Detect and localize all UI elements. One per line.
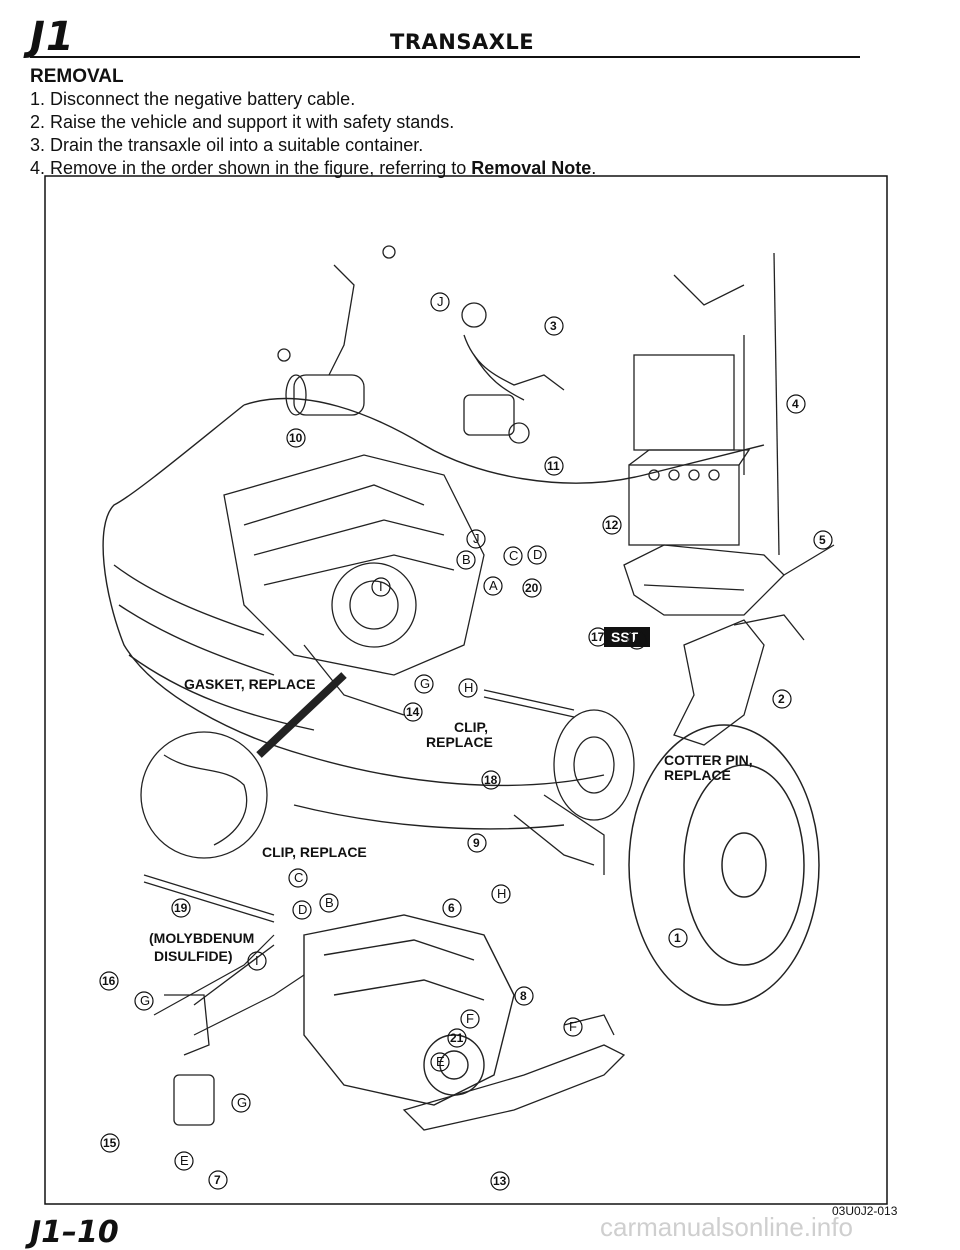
callout-16: 16 [102, 974, 116, 988]
callout-letter-d: D [533, 547, 542, 562]
engine-block [223, 454, 485, 716]
crossmember [402, 1014, 626, 1131]
callout-17: 17 [591, 630, 605, 644]
step-4-suffix: . [591, 158, 597, 178]
callout-7: 7 [214, 1173, 221, 1187]
callout-13: 13 [493, 1174, 507, 1188]
callout-14: 14 [406, 705, 420, 719]
steering-knuckle [513, 709, 635, 875]
step-2: 2. Raise the vehicle and support it with… [30, 112, 455, 132]
callout-8: 8 [520, 989, 527, 1003]
callout-letter-e-2: E [436, 1054, 445, 1069]
callout-15: 15 [103, 1136, 117, 1150]
removal-heading: REMOVAL [30, 66, 124, 87]
number-callouts [99, 316, 833, 1191]
wheel-tire [628, 724, 820, 1006]
callout-11: 11 [547, 459, 560, 473]
driveshafts [143, 689, 575, 923]
page-number: J1–10 [30, 1215, 119, 1250]
callout-5: 5 [819, 533, 826, 547]
callout-2: 2 [778, 692, 785, 706]
label-cotter-pin-2: REPLACE [664, 767, 731, 783]
mount-bracket [164, 944, 275, 1126]
callout-letter-e: E [180, 1153, 189, 1168]
callout-letter-a-2: A [633, 632, 642, 647]
sst-box [604, 627, 650, 647]
callout-letter-c: C [509, 548, 518, 563]
callout-letter-h-2: H [497, 886, 506, 901]
label-clip-replace-upper-1: CLIP, [454, 719, 488, 735]
step-4: 4. Remove in the order shown in the figu… [30, 157, 596, 180]
callout-19: 19 [174, 901, 188, 915]
step-3: 3. Drain the transaxle oil into a suitab… [30, 135, 424, 155]
removal-note-reference: Removal Note [471, 158, 592, 178]
section-code: J1 [30, 14, 75, 60]
callout-10: 10 [289, 431, 303, 445]
label-disulfide: DISULFIDE) [154, 948, 233, 964]
shift-linkage [153, 934, 305, 1036]
transaxle-unit [303, 914, 515, 1106]
callout-letter-i: I [379, 579, 383, 594]
starter-motor [277, 245, 396, 416]
callout-letter-d-2: D [298, 902, 307, 917]
callout-letter-b-2: B [325, 895, 334, 910]
callout-letter-f-2: F [569, 1019, 577, 1034]
removal-steps: 1. Disconnect the negative battery cable… [30, 88, 596, 180]
label-gasket-replace: GASKET, REPLACE [184, 676, 315, 692]
callout-18: 18 [484, 773, 498, 787]
callout-letter-f: F [466, 1011, 474, 1026]
callout-4: 4 [792, 397, 799, 411]
callout-6: 6 [448, 901, 455, 915]
air-intake-duct [461, 302, 565, 444]
callout-letter-c-2: C [294, 870, 303, 885]
callout-letter-j-2: J [473, 531, 480, 546]
callout-letter-j: J [437, 294, 444, 309]
callout-1: 1 [674, 931, 681, 945]
label-molybdenum: (MOLYBDENUM [149, 930, 254, 946]
callout-letter-i-2: I [255, 953, 259, 968]
callout-letter-g-3: G [237, 1095, 247, 1110]
label-clip-replace-lower: CLIP, REPLACE [262, 844, 367, 860]
step-4-text: 4. Remove in the order shown in the figu… [30, 158, 472, 178]
callout-21: 21 [450, 1031, 464, 1045]
section-title: TRANSAXLE [390, 30, 535, 54]
callout-3: 3 [550, 319, 557, 333]
callout-letter-h: H [464, 680, 473, 695]
label-cotter-pin-1: COTTER PIN, [664, 752, 753, 768]
callout-letter-g-2: G [140, 993, 150, 1008]
header-rule [30, 56, 860, 58]
callout-letter-g: G [420, 676, 430, 691]
step-1: 1. Disconnect the negative battery cable… [30, 89, 356, 109]
callout-20: 20 [525, 581, 539, 595]
letter-callouts [134, 292, 647, 1171]
callout-letter-b: B [462, 552, 471, 567]
exploded-diagram: GASKET, REPLACE CLIP, REPLACE COTTER PIN… [44, 175, 888, 1205]
callout-letter-a: A [489, 578, 498, 593]
callout-12: 12 [605, 518, 619, 532]
battery-tray [623, 544, 835, 616]
watermark: carmanualsonline.info [600, 1212, 853, 1242]
callout-9: 9 [473, 836, 480, 850]
figure-code: 03U0J2-013 [832, 1204, 898, 1218]
detail-inset [140, 672, 347, 859]
battery-assembly [628, 252, 780, 556]
label-clip-replace-upper-2: REPLACE [426, 734, 493, 750]
figure-frame [44, 175, 888, 1205]
splash-shield [673, 614, 805, 746]
